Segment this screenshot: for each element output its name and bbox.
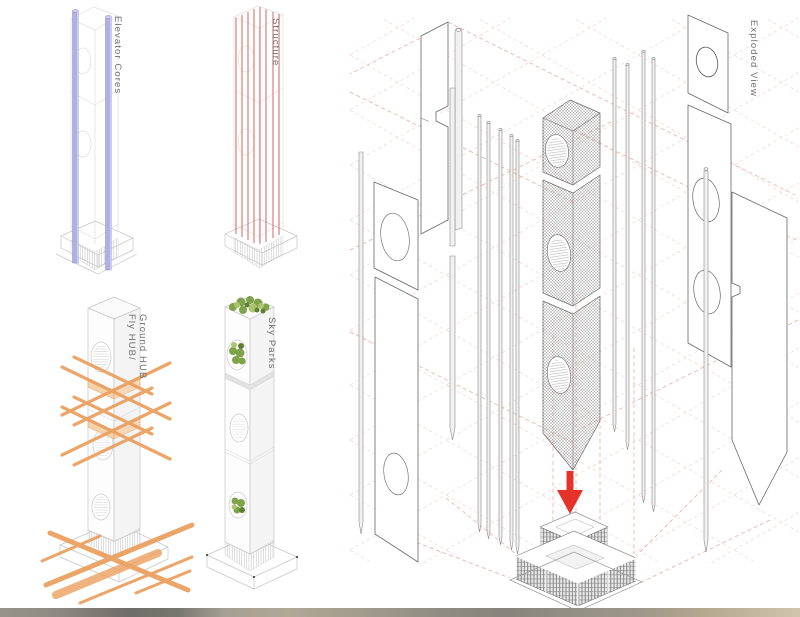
central-hatched-tower xyxy=(542,99,601,471)
fly-hub-figure xyxy=(40,293,205,615)
fly-hub-drawing xyxy=(40,296,195,605)
bottom-photo-strip xyxy=(0,608,800,617)
fly-hub-bars xyxy=(60,355,172,467)
base-podium xyxy=(55,220,138,275)
structure-drawing xyxy=(224,5,298,269)
exploded-view-figure xyxy=(350,0,800,617)
structure-figure xyxy=(215,4,330,296)
right-top-panel xyxy=(687,14,729,114)
left-facade-panel-lower xyxy=(374,276,419,563)
podium-building xyxy=(509,511,643,612)
exploded-view-label: Exploded View xyxy=(748,20,759,97)
panel-hole xyxy=(380,212,410,262)
roof-park-canopy xyxy=(229,296,270,314)
right-facade-panel xyxy=(687,104,732,368)
sky-parks-drawing xyxy=(206,296,298,590)
left-structural-rods xyxy=(477,114,520,555)
mid-plank xyxy=(449,87,456,441)
podium-ground-slab xyxy=(509,551,643,612)
sky-park-hole-lower xyxy=(228,491,248,519)
ground-hub-bars xyxy=(40,522,195,605)
sky-park-hole-upper xyxy=(226,339,248,371)
structure-label: Structure xyxy=(270,18,281,67)
base-hatch-band xyxy=(224,539,275,572)
elevator-core-shafts xyxy=(72,9,112,271)
joint-band xyxy=(224,370,275,391)
fly-hub-label-line1: Fly HUB/ xyxy=(126,314,137,361)
right-notched-panel xyxy=(731,191,788,506)
tower-outline xyxy=(70,6,119,244)
right-long-rod xyxy=(703,167,709,553)
elevator-cores-label: Elevator Cores xyxy=(112,16,123,95)
down-arrow xyxy=(557,471,583,514)
tower-hole-middle xyxy=(229,413,249,443)
elevator-cores-figure xyxy=(55,4,190,296)
sky-parks-label: Sky Parks xyxy=(266,317,277,370)
left-notched-panel xyxy=(420,21,449,235)
right-structural-rods xyxy=(612,50,656,513)
sky-parks-figure xyxy=(195,293,315,615)
hole-contours xyxy=(93,344,109,370)
fly-hub-label-line2: Ground HUB xyxy=(137,314,148,380)
rounded-top-column xyxy=(454,27,463,231)
canopy-dark xyxy=(244,302,266,314)
far-left-plank xyxy=(358,151,364,535)
elevator-cores-drawing xyxy=(55,6,138,275)
structure-columns xyxy=(235,7,280,244)
panel-hole xyxy=(383,452,409,496)
fly-hub-label: Fly HUB/ Ground HUB xyxy=(126,314,148,379)
exploded-view-drawing xyxy=(350,14,800,612)
panel-hole xyxy=(695,46,719,78)
left-facade-panel-upper xyxy=(373,181,419,291)
